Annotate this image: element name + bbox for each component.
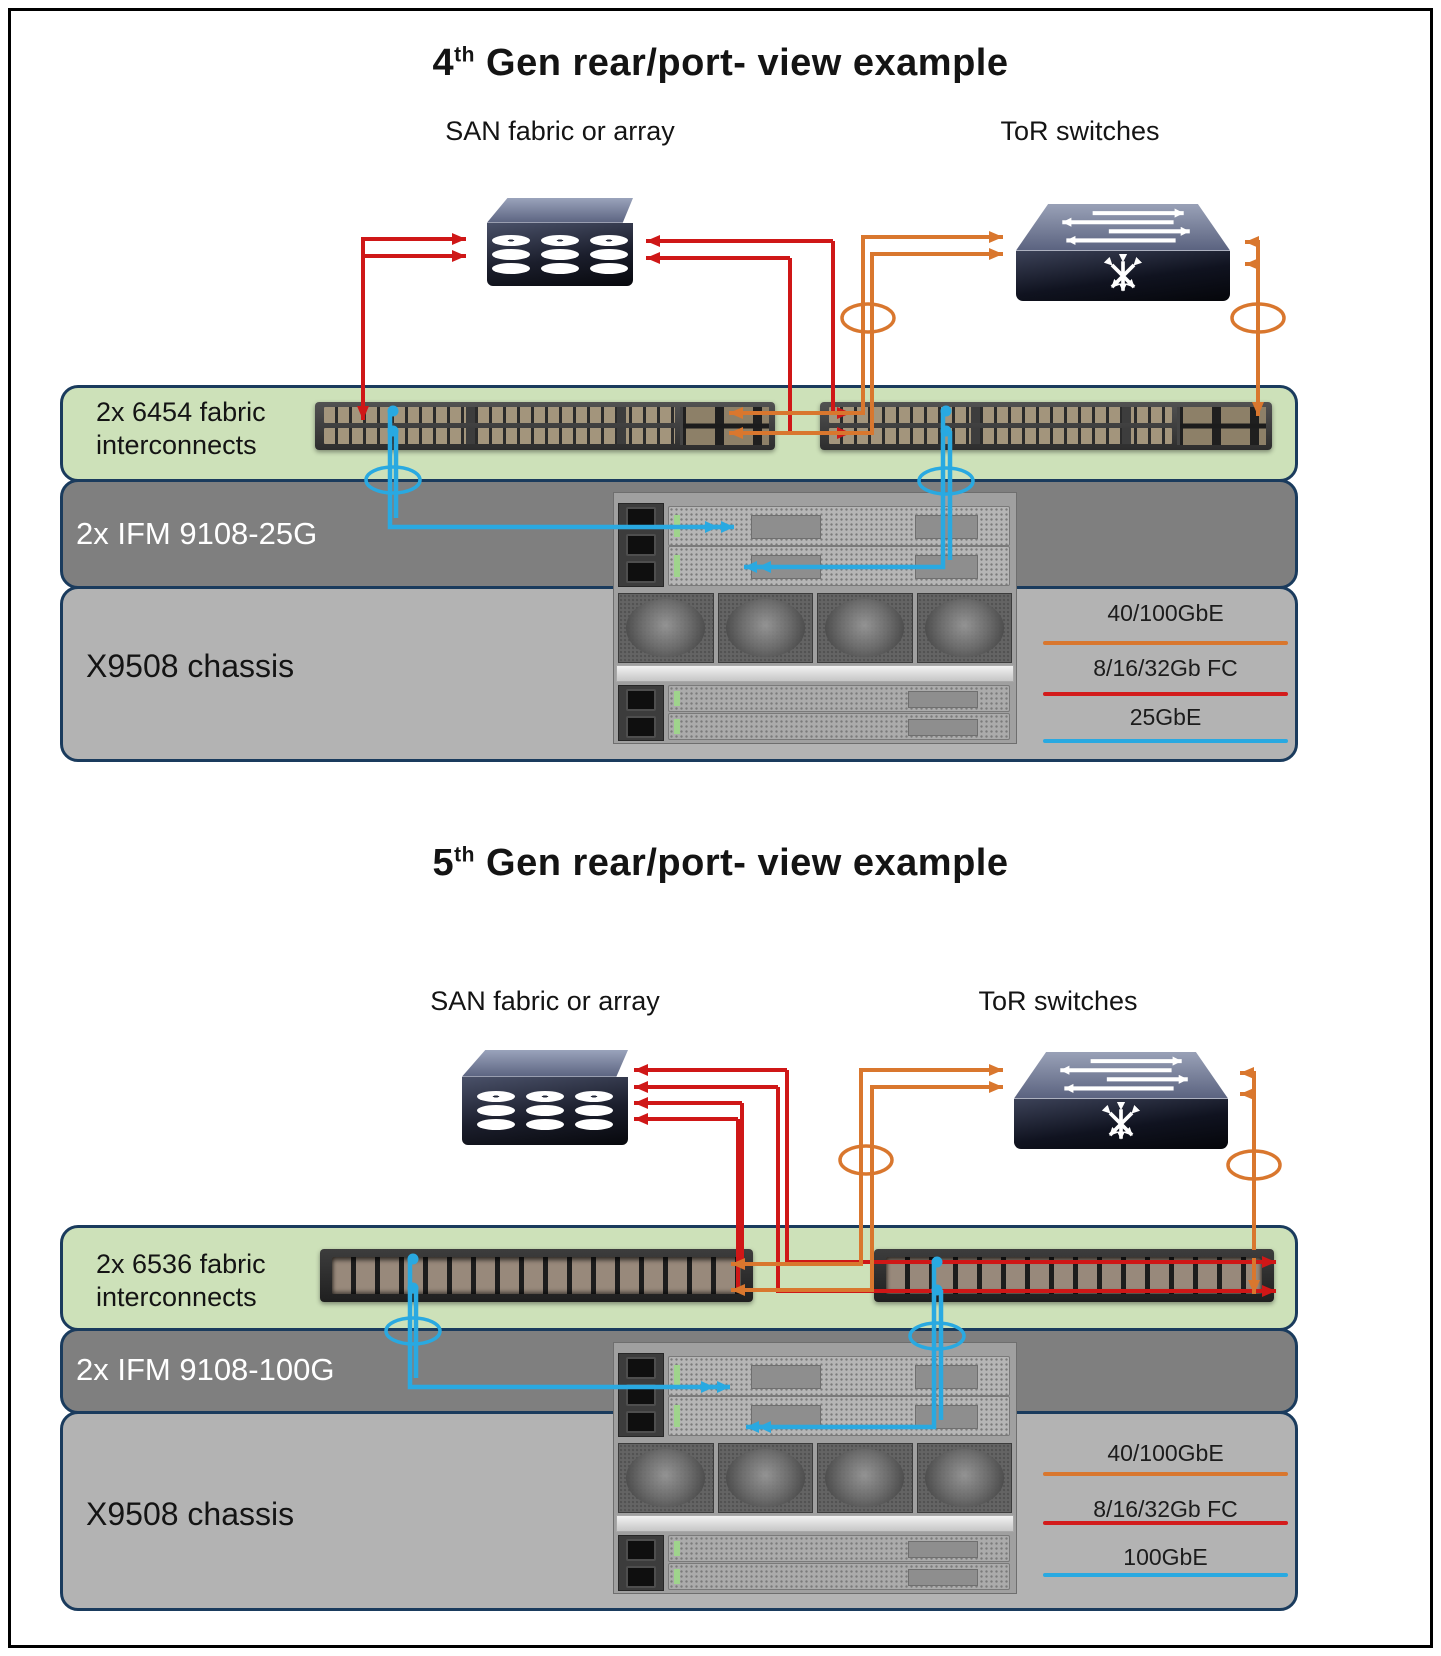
section-title-gen4: 4th Gen rear/port- view example (0, 42, 1441, 85)
storage-array-front-face (462, 1076, 628, 1145)
fan-row (618, 593, 1012, 663)
cable-bundle-loop (838, 1144, 894, 1176)
uplink-ports (1177, 407, 1266, 445)
legend-label-40-100gbe: 40/100GbE (1107, 1440, 1224, 1466)
rear-module (668, 1563, 1010, 1590)
tor-switches-label: ToR switches (978, 986, 1138, 1016)
ifm-module-1 (668, 506, 1010, 546)
legend-label-25gbe: 25GbE (1129, 704, 1202, 730)
chassis-divider (616, 665, 1014, 682)
rear-module (668, 685, 1010, 712)
storage-array-front-face (487, 222, 633, 286)
port-row (886, 1257, 1262, 1294)
title-number: 5 (432, 842, 455, 884)
ifm-module-2 (668, 1396, 1010, 1436)
storage-array-top-face (462, 1050, 628, 1077)
power-supply-column (618, 685, 664, 741)
fan-module (817, 593, 913, 663)
traffic-arrows-icon (1060, 1056, 1188, 1093)
fan-module (817, 1443, 913, 1513)
legend-line-fc (1043, 692, 1288, 696)
legend-line-25gbe (1043, 739, 1288, 743)
traffic-arrows-icon (1062, 208, 1190, 245)
fabric-interconnect-b-image (874, 1249, 1274, 1302)
fan-module (618, 593, 714, 663)
tor-switch-icon (1016, 204, 1230, 301)
fi-band-label: 2x 6536 fabric interconnects (96, 1249, 266, 1312)
chassis-divider (616, 1515, 1014, 1532)
fan-module (717, 1443, 813, 1513)
ifm-module-1 (668, 1356, 1010, 1396)
cable-bundle-loop (840, 302, 896, 334)
rear-module (668, 713, 1010, 740)
tor-switch-front-face (1014, 1098, 1228, 1149)
title-text: Gen rear/port- view example (474, 842, 1009, 884)
chassis-band-label: X9508 chassis (86, 1496, 295, 1532)
tor-switch-icon (1014, 1052, 1228, 1149)
legend-label-fc: 8/16/32Gb FC (1093, 655, 1238, 681)
ifm-module-2 (668, 546, 1010, 586)
san-fabric-label: SAN fabric or array (445, 116, 675, 146)
power-supply-column (618, 1353, 664, 1437)
disk-stack (526, 1091, 564, 1131)
chassis-image-gen4 (613, 492, 1017, 744)
legend-line-40-100gbe (1043, 1472, 1288, 1476)
storage-array-top-face (487, 198, 633, 223)
cable-bundle-loop (1230, 302, 1286, 334)
port-row (324, 407, 675, 423)
switching-star-icon (1103, 253, 1143, 292)
rear-module (668, 1535, 1010, 1562)
legend-line-40-100gbe (1043, 641, 1288, 645)
san-fabric-label: SAN fabric or array (430, 986, 660, 1016)
fan-module (618, 1443, 714, 1513)
fabric-interconnect-a-image (320, 1249, 753, 1302)
fan-row (618, 1443, 1012, 1513)
tor-switch-front-face (1016, 250, 1230, 301)
fabric-interconnect-b-image (820, 402, 1272, 450)
disk-stack (477, 1091, 515, 1131)
fi-band-label: 2x 6454 fabric interconnects (96, 397, 266, 460)
ifm-band-label: 2x IFM 9108-100G (76, 1352, 335, 1387)
storage-array-icon (487, 198, 633, 286)
legend-label-40-100gbe: 40/100GbE (1107, 600, 1224, 626)
section-title-gen5: 5th Gen rear/port- view example (0, 842, 1441, 885)
legend-label-fc: 8/16/32Gb FC (1093, 1496, 1238, 1522)
fan-module (916, 593, 1012, 663)
disk-stack (590, 234, 628, 274)
title-text: Gen rear/port- view example (474, 42, 1009, 84)
cable-bundle-loop (1226, 1149, 1282, 1181)
disk-stack (541, 234, 579, 274)
legend-line-100gbe (1043, 1573, 1288, 1577)
fan-module (916, 1443, 1012, 1513)
title-ordinal: th (454, 43, 475, 67)
fan-module (717, 593, 813, 663)
switching-star-icon (1101, 1101, 1141, 1140)
fabric-interconnect-a-image (315, 402, 775, 450)
legend-line-fc (1043, 1521, 1288, 1525)
port-row (829, 428, 1172, 444)
ifm-band-label: 2x IFM 9108-25G (76, 516, 318, 551)
port-row (829, 407, 1172, 423)
tor-switches-label: ToR switches (1000, 116, 1160, 146)
port-row (324, 428, 675, 444)
chassis-image-gen5 (613, 1342, 1017, 1594)
disk-stack (575, 1091, 613, 1131)
title-ordinal: th (454, 843, 475, 867)
storage-array-icon (462, 1050, 628, 1145)
chassis-band-label: X9508 chassis (86, 648, 295, 684)
legend-label-100gbe: 100GbE (1123, 1544, 1208, 1570)
port-row (332, 1257, 741, 1294)
disk-stack (492, 234, 530, 274)
tor-switch-top-face (1014, 1052, 1228, 1099)
power-supply-column (618, 1535, 664, 1591)
title-number: 4 (432, 42, 455, 84)
power-supply-column (618, 503, 664, 587)
uplink-ports (680, 407, 769, 445)
tor-switch-top-face (1016, 204, 1230, 251)
